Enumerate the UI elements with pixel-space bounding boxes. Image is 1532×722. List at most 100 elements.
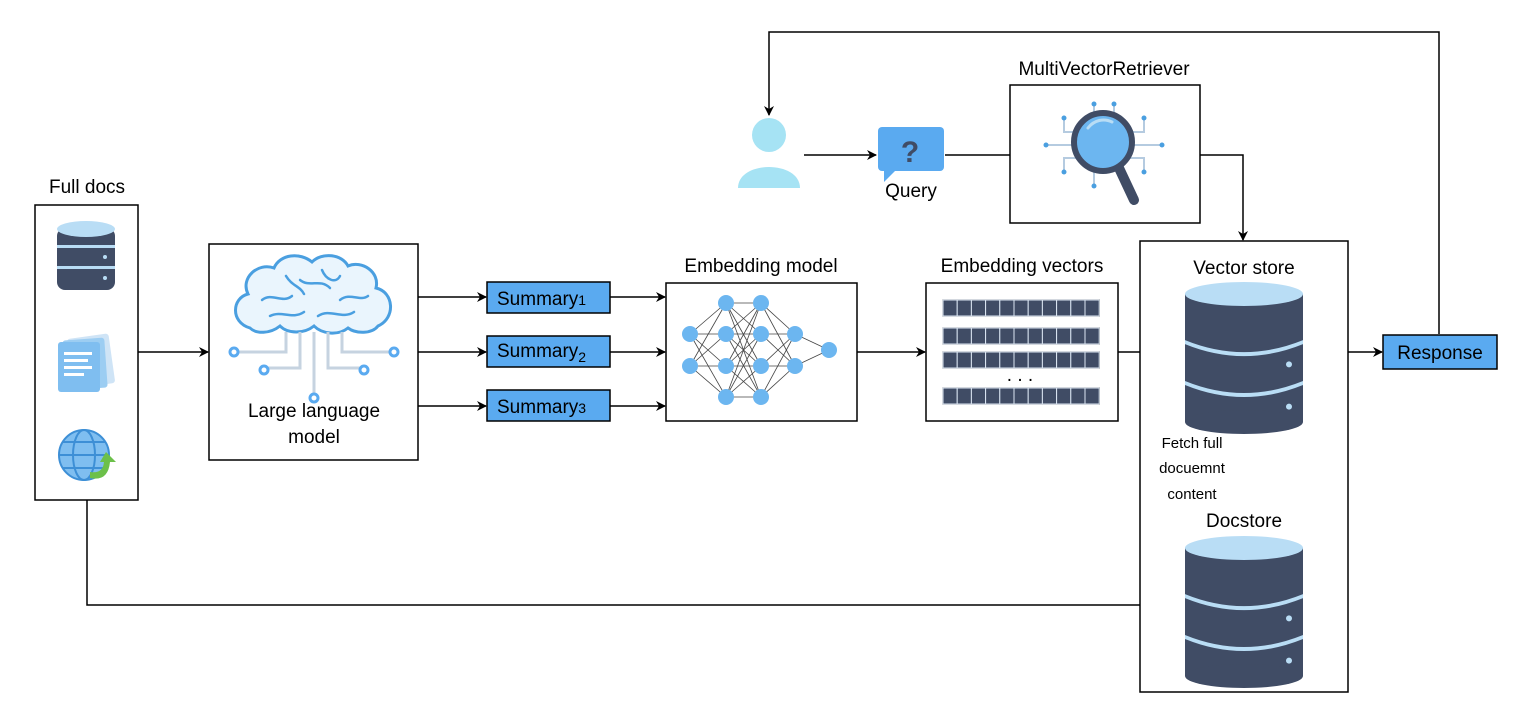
summary-3-label: Summary [497,397,579,418]
llm-label-line2: model [288,427,340,448]
vector-cell [1013,299,1029,317]
vector-store-label: Vector store [1193,258,1294,279]
network-node [682,358,698,374]
llm-node: Large language model [208,243,419,461]
vector-row [942,387,1100,405]
vector-cell [970,387,987,405]
network-node [753,389,769,405]
vector-cell [1013,327,1029,345]
vector-cell [1070,327,1086,345]
svg-text:Summary2: Summary2 [497,341,586,365]
network-connection [689,302,727,367]
network-node [821,342,837,358]
vector-cell [1027,299,1043,317]
vector-cell [1027,327,1043,345]
svg-text:Summary3: Summary3 [497,397,586,418]
embedding-vectors-node: Embedding vectors . . . [925,256,1119,422]
vector-cell [942,351,958,369]
vector-cell [1027,387,1043,405]
response-node: Response [1382,334,1498,370]
neural-network-icon [682,295,837,405]
network-connection [725,302,762,367]
vector-cell [1056,327,1072,345]
database-icon [57,221,115,290]
llm-label-line1: Large language [248,401,380,422]
network-node [718,295,734,311]
embedding-model-node: Embedding model [665,256,858,422]
vector-cell [1070,387,1086,405]
summary-1: Summary1 [486,281,611,314]
vector-cell [1084,387,1100,405]
summary-3-subscript: 3 [578,400,586,416]
edge-fulldocs-to-docstore [86,500,1181,610]
documents-icon [58,333,115,392]
vector-dots: . . . [1007,365,1033,386]
network-node [718,326,734,342]
vector-cell [999,387,1015,405]
vector-cell [956,327,972,345]
vector-row [942,299,1100,317]
vector-cell [1056,351,1072,369]
network-node [682,326,698,342]
vector-cell [1084,327,1100,345]
vector-cell [1070,351,1086,369]
network-connection [725,302,762,398]
vector-cell [1070,299,1086,317]
embedding-model-label: Embedding model [684,256,837,277]
full-docs-label: Full docs [49,177,125,198]
summary-2-subscript: 2 [578,349,586,365]
network-node [753,295,769,311]
network-connection [760,302,796,367]
retriever-label: MultiVectorRetriever [1018,59,1190,80]
user-icon [738,118,800,188]
query-node: ? Query [878,127,944,202]
vector-cell [985,387,1001,405]
svg-text:Summary1: Summary1 [497,289,586,310]
vector-cell [999,299,1015,317]
network-connection [725,333,762,398]
network-connection [689,333,727,398]
vector-cell [1041,299,1058,317]
vector-cell [999,327,1015,345]
vector-cell [985,327,1001,345]
stores-node: Vector store Fetch full docuemnt content… [1139,240,1349,693]
response-label: Response [1397,343,1483,364]
vector-cell [1056,387,1072,405]
vector-cell [970,351,987,369]
network-node [753,326,769,342]
vector-cell [1041,351,1058,369]
vector-cell [942,387,958,405]
network-node [718,358,734,374]
vector-cell [942,299,958,317]
vector-rows [942,299,1100,405]
question-bubble-icon: ? [878,127,944,182]
vector-cell [1084,351,1100,369]
docstore-database-icon [1185,536,1303,688]
summary-2-label: Summary [497,341,579,362]
summary-1-subscript: 1 [578,292,586,308]
vector-row [942,327,1100,345]
summary-2: Summary2 [486,335,611,368]
brain-circuit-icon [228,254,400,404]
network-connection [689,333,727,367]
vector-row [942,351,1100,369]
vector-cell [956,351,972,369]
vector-store-database-icon [1185,282,1303,434]
retriever-node: MultiVectorRetriever [1009,59,1201,224]
fetch-label-line2: docuemnt [1159,460,1226,477]
fetch-label-line1: Fetch full [1162,435,1223,452]
vector-cell [985,351,1001,369]
network-node [787,358,803,374]
fetch-label-line3: content [1167,486,1217,503]
embedding-vectors-label: Embedding vectors [941,256,1104,277]
vector-cell [970,299,987,317]
vector-cell [956,299,972,317]
query-mark: ? [901,136,919,169]
network-node [718,389,734,405]
globe-icon [58,429,116,481]
vector-cell [970,327,987,345]
vector-cell [1041,327,1058,345]
edge-retriever-to-vectorstore [1200,154,1248,241]
summary-1-label: Summary [497,289,579,310]
